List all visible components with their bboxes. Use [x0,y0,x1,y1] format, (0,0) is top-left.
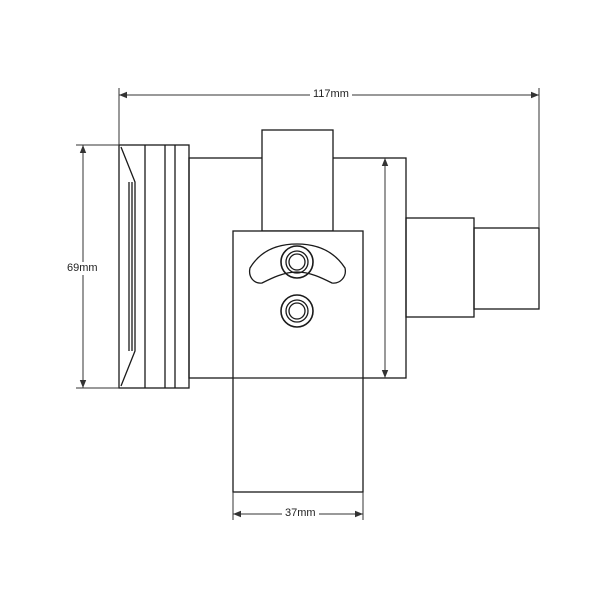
mount-bracket [232,230,364,493]
rear-gland-large [405,217,475,318]
overall-length-label: 117mm [310,88,352,101]
overall-height-label: 69mm [64,262,101,275]
lower-screw-icon [280,294,314,328]
front-lens-flange [118,144,190,389]
rear-gland-small [473,227,540,310]
bracket-width-label: 37mm [282,507,319,520]
tilt-adjust-slot [248,243,346,284]
upper-screw-icon [280,245,314,279]
top-mount-tab [261,129,334,232]
